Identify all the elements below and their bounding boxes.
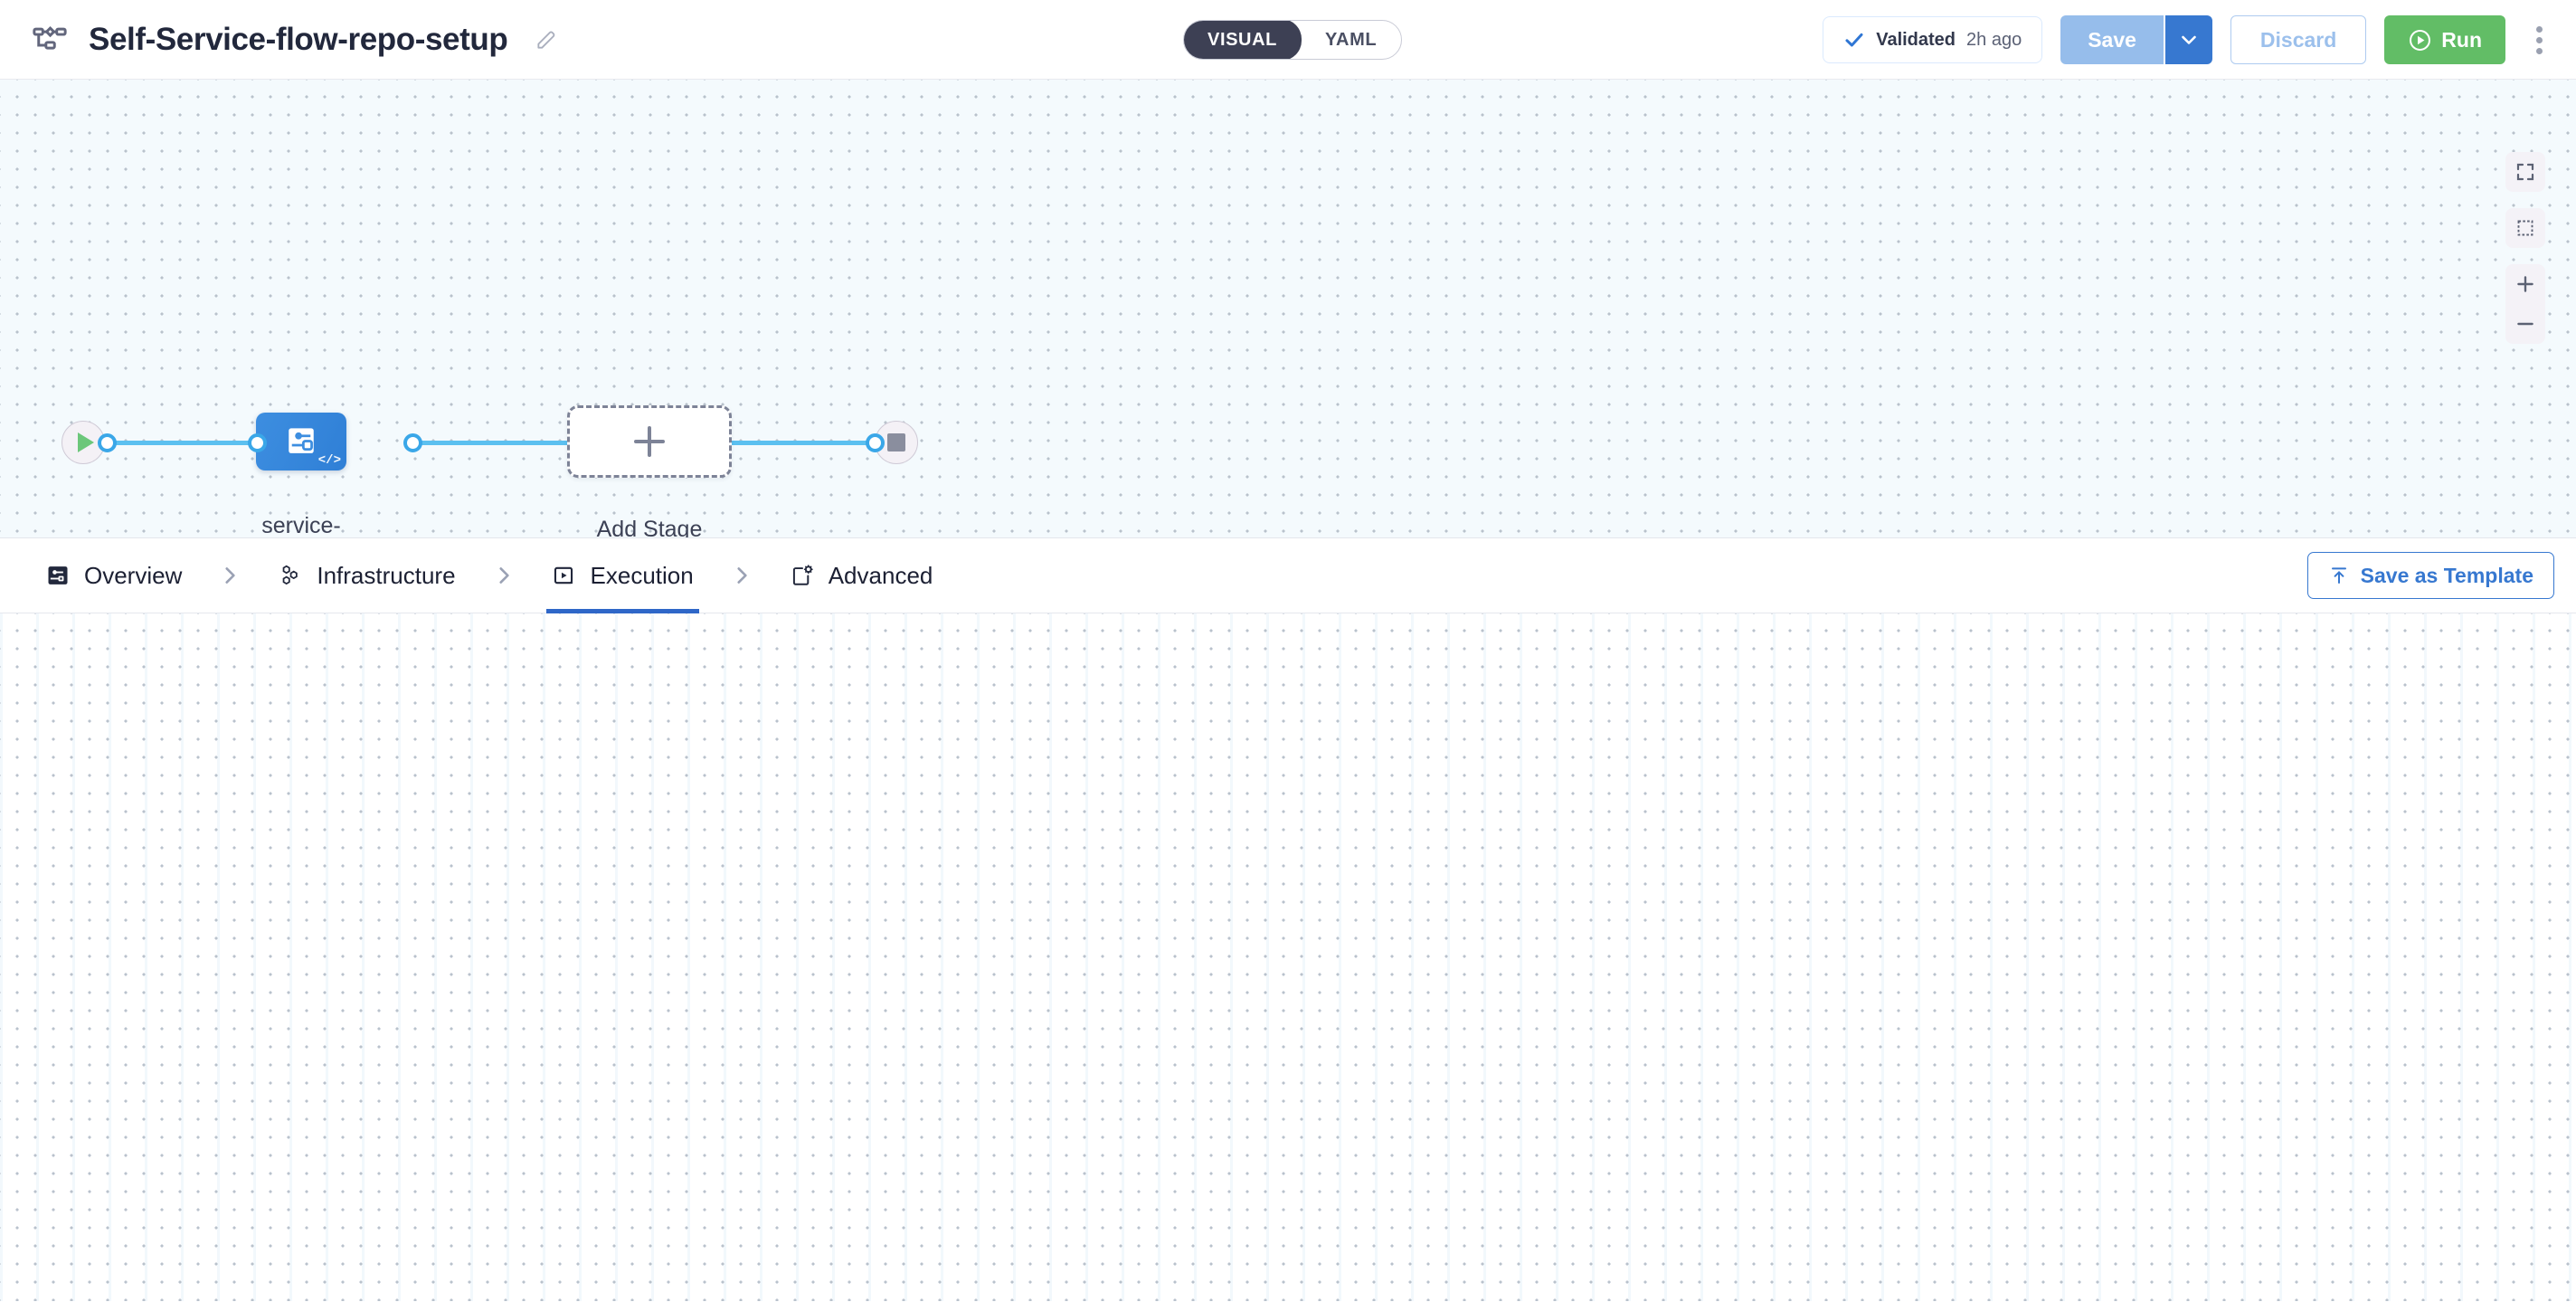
view-mode-toggle[interactable]: VISUAL YAML: [1183, 20, 1403, 60]
chevron-right-icon: [498, 567, 509, 584]
tab-overview[interactable]: Overview: [40, 538, 187, 613]
stop-icon: [887, 433, 905, 451]
add-stage-label: Add Stage: [596, 517, 703, 538]
edge-stage-to-addstage: [412, 441, 574, 445]
tab-separator-1: [187, 564, 272, 587]
port-start-out[interactable]: [98, 433, 117, 452]
overview-icon: [48, 566, 68, 584]
validation-status-badge[interactable]: Validated 2h ago: [1823, 16, 2043, 63]
chevron-right-icon: [225, 567, 235, 584]
tab-separator-3: [699, 564, 784, 587]
save-button[interactable]: Save: [2060, 15, 2164, 64]
kebab-menu-icon[interactable]: [2524, 15, 2554, 64]
section-tabbar: Overview Infrastructure Execution Advanc…: [0, 538, 2576, 613]
check-icon: [1843, 29, 1865, 51]
marquee-select-icon: [2517, 220, 2533, 236]
save-as-template-label: Save as Template: [2360, 563, 2533, 587]
tab-separator-2: [461, 564, 546, 587]
chevron-right-icon: [737, 567, 747, 584]
port-stage-out[interactable]: [403, 433, 422, 452]
tab-advanced-label: Advanced: [828, 561, 933, 589]
port-end-in[interactable]: [866, 433, 885, 452]
upload-icon: [2331, 567, 2346, 584]
chevron-down-icon: [2182, 35, 2196, 44]
tab-execution[interactable]: Execution: [545, 538, 699, 613]
save-button-group[interactable]: Save: [2060, 15, 2212, 64]
zoom-in-button[interactable]: [2505, 264, 2545, 304]
save-dropdown-button[interactable]: [2163, 15, 2212, 64]
header-actions: Validated 2h ago Save Discard Run: [1823, 0, 2554, 80]
tab-infrastructure[interactable]: Infrastructure: [272, 538, 460, 613]
plus-icon: [2517, 276, 2533, 292]
header-left-group: Self-Service-flow-repo-setup: [31, 21, 558, 59]
port-stage-in[interactable]: [248, 433, 267, 452]
zoom-out-button[interactable]: [2505, 304, 2545, 344]
execution-play-icon: [554, 566, 573, 584]
toggle-yaml[interactable]: YAML: [1324, 30, 1378, 50]
toggle-visual[interactable]: VISUAL: [1184, 21, 1302, 59]
tab-execution-label: Execution: [590, 561, 694, 589]
edge-start-to-stage: [110, 441, 273, 445]
hexagons-icon: [283, 565, 298, 585]
validation-label: Validated: [1876, 29, 1956, 50]
stage-node-label: service- onboarding: [261, 513, 341, 538]
save-as-template-button[interactable]: Save as Template: [2306, 552, 2554, 599]
play-icon: [77, 432, 94, 452]
run-button[interactable]: Run: [2384, 15, 2505, 64]
workflow-icon: [31, 21, 69, 59]
fit-screen-icon: [2516, 163, 2534, 181]
stage-node-service-onboarding[interactable]: </>: [256, 413, 346, 470]
discard-button[interactable]: Discard: [2230, 15, 2367, 64]
fit-screen-button[interactable]: [2505, 152, 2545, 192]
select-box-button[interactable]: [2505, 208, 2545, 248]
tab-infrastructure-label: Infrastructure: [317, 561, 456, 589]
play-circle-icon: [2410, 29, 2431, 51]
stage-flow-icon: [289, 428, 314, 453]
canvas-controls: [2505, 152, 2545, 344]
edge-addstage-to-end: [715, 441, 882, 445]
plus-icon: [634, 426, 665, 457]
stage-code-badge: </>: [317, 453, 341, 468]
run-label: Run: [2441, 27, 2482, 52]
stage-graph-canvas[interactable]: </> service- onboarding Add Stage: [0, 80, 2576, 538]
tab-advanced[interactable]: Advanced: [784, 538, 939, 613]
pencil-icon[interactable]: [527, 28, 558, 52]
validation-time: 2h ago: [1966, 29, 2022, 50]
step-graph-canvas[interactable]: </> CookieCutter </> CreateRepo </>: [0, 613, 2576, 1301]
tab-overview-label: Overview: [84, 561, 183, 589]
add-stage-button[interactable]: [567, 405, 732, 478]
page-title: Self-Service-flow-repo-setup: [89, 21, 508, 57]
top-header: Self-Service-flow-repo-setup VISUAL YAML…: [0, 0, 2576, 80]
advanced-gear-icon: [792, 565, 813, 585]
minus-icon: [2517, 322, 2533, 326]
stage-end-node[interactable]: [875, 421, 918, 464]
zoom-controls-group: [2505, 264, 2545, 344]
